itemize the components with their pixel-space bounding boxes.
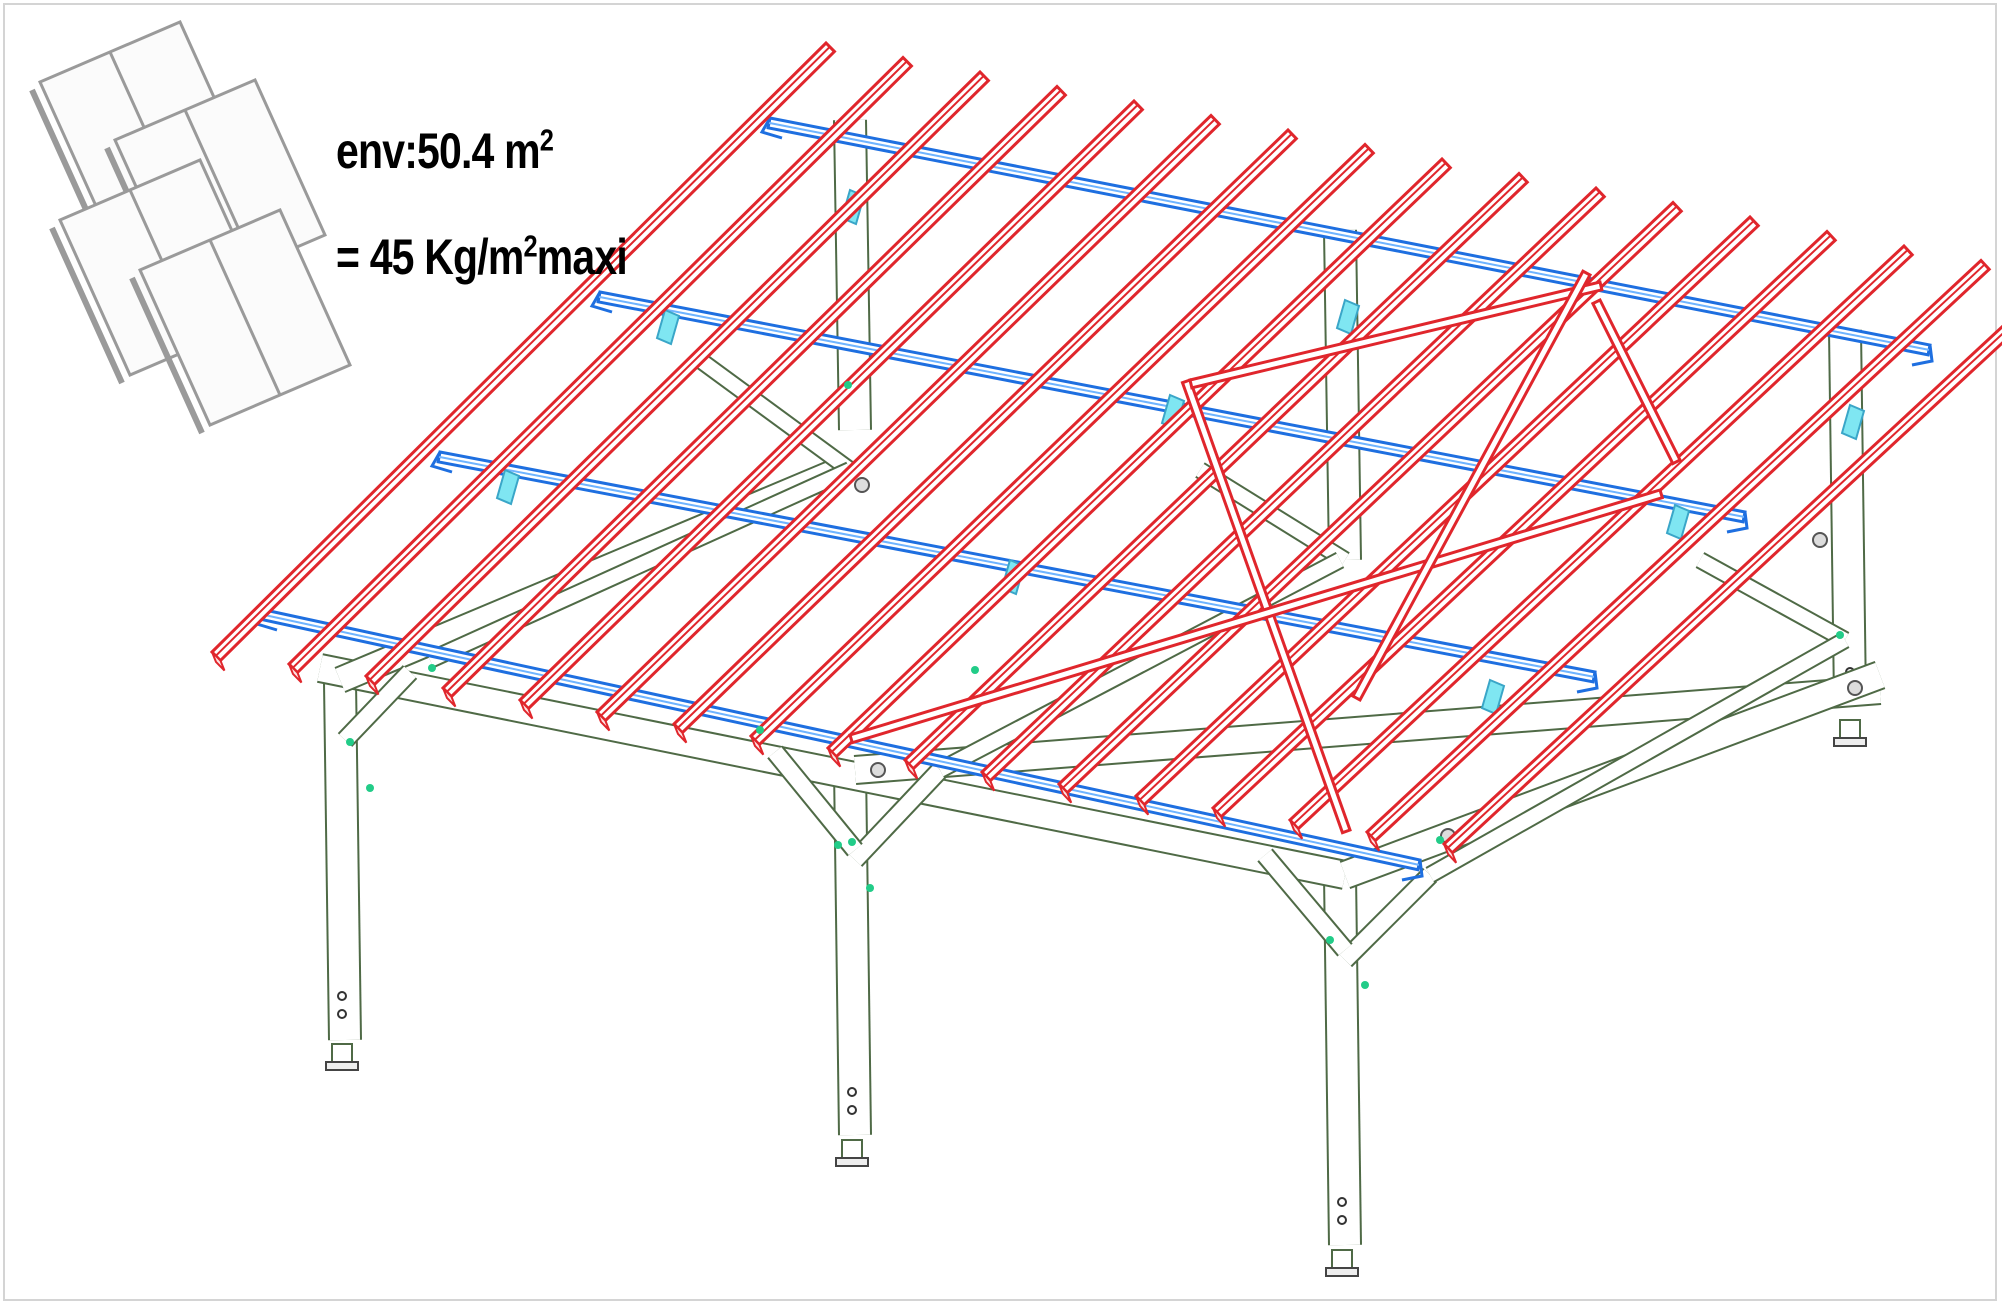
fastener bbox=[971, 666, 979, 674]
tile-row bbox=[129, 208, 352, 435]
fastener bbox=[1326, 936, 1334, 944]
roof-tile-icon bbox=[29, 20, 352, 435]
bolt bbox=[1812, 532, 1828, 548]
rafter bbox=[1364, 258, 1992, 852]
post-foot bbox=[325, 991, 359, 1071]
fastener bbox=[428, 664, 436, 672]
rafter bbox=[825, 156, 1453, 768]
fastener bbox=[346, 738, 354, 746]
knee-brace bbox=[1337, 867, 1438, 968]
post-foot bbox=[835, 1087, 869, 1167]
knee-brace bbox=[847, 763, 948, 867]
strut bbox=[1425, 632, 1850, 883]
knee-brace bbox=[337, 665, 418, 747]
purlin-bracket bbox=[655, 308, 681, 346]
knee-brace bbox=[767, 745, 863, 857]
timber-frame bbox=[317, 119, 1886, 1277]
bolt bbox=[870, 762, 886, 778]
rafter bbox=[363, 69, 991, 696]
fastener bbox=[844, 381, 852, 389]
bolt bbox=[1847, 680, 1863, 696]
fastener bbox=[1836, 631, 1844, 639]
rafter bbox=[209, 40, 837, 672]
purlin-bracket bbox=[495, 468, 521, 506]
rafter bbox=[517, 98, 1145, 720]
post bbox=[1323, 229, 1362, 561]
fastener bbox=[848, 838, 856, 846]
cross-brace bbox=[848, 488, 1665, 745]
cross-brace bbox=[1188, 280, 1604, 390]
post-foot bbox=[1325, 1197, 1359, 1277]
side-beam-right bbox=[853, 675, 1882, 785]
front-beam bbox=[317, 653, 1348, 890]
cross-brace bbox=[1350, 269, 1593, 703]
rafter bbox=[1133, 214, 1761, 816]
fasteners bbox=[346, 381, 1844, 989]
fastener bbox=[1436, 836, 1444, 844]
rafter bbox=[1287, 243, 1915, 840]
rafters bbox=[209, 40, 2002, 864]
cross-brace bbox=[1180, 378, 1352, 835]
strut bbox=[1695, 552, 1850, 648]
rafter bbox=[594, 113, 1222, 732]
fastener bbox=[834, 841, 842, 849]
post bbox=[323, 681, 362, 1041]
rafter bbox=[1441, 324, 2002, 864]
strut bbox=[426, 461, 854, 669]
rafter bbox=[748, 142, 1376, 756]
post bbox=[833, 767, 872, 1136]
rafter bbox=[440, 84, 1068, 708]
fastener bbox=[866, 884, 874, 892]
fastener bbox=[366, 784, 374, 792]
cross-brace bbox=[1590, 297, 1683, 466]
fastener bbox=[756, 726, 764, 734]
rafter bbox=[671, 127, 1299, 744]
fastener bbox=[1361, 981, 1369, 989]
drawing-frame bbox=[3, 3, 1997, 1301]
knee-brace bbox=[1257, 848, 1353, 957]
rafter bbox=[286, 55, 914, 684]
purlin-bracket bbox=[1840, 403, 1866, 441]
rafter bbox=[979, 185, 1607, 792]
bolt bbox=[854, 477, 870, 493]
strut bbox=[694, 352, 856, 478]
